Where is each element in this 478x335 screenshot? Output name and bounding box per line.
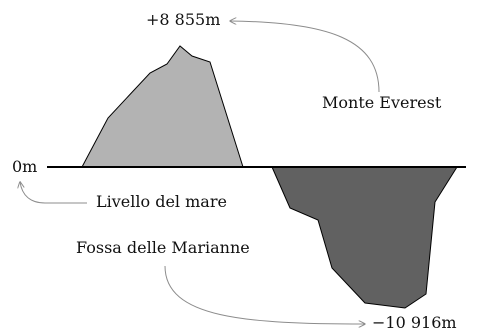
trench-shape xyxy=(271,166,458,309)
trench-arrow xyxy=(164,265,365,324)
trench-name-label: Fossa delle Marianne xyxy=(76,238,250,257)
everest-arrow xyxy=(230,21,380,93)
sea-level-arrow xyxy=(20,182,87,204)
mountain-shape xyxy=(81,45,244,168)
trench-depth-label: −10 916m xyxy=(372,313,457,332)
sea-level-name-label: Livello del mare xyxy=(96,192,227,211)
everest-height-label: +8 855m xyxy=(146,10,221,29)
everest-name-label: Monte Everest xyxy=(322,93,442,112)
sea-level-value-label: 0m xyxy=(12,157,38,176)
